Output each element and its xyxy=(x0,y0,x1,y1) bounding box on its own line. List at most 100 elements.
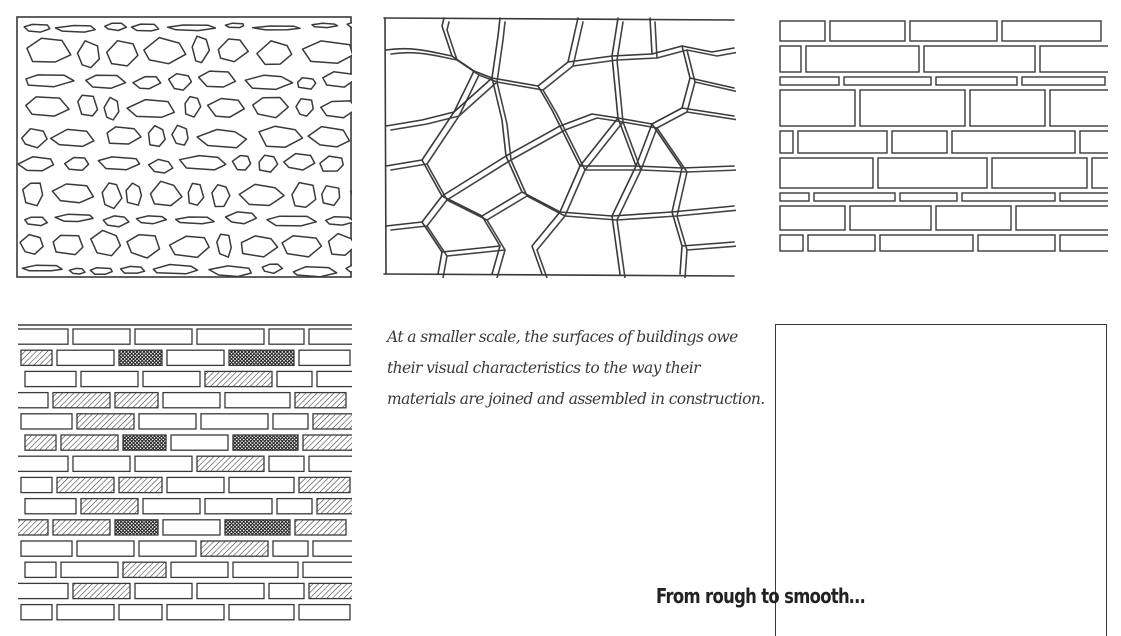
rubble-stone xyxy=(283,152,316,171)
brick xyxy=(272,413,309,430)
ashlar-block xyxy=(923,45,1036,73)
brick xyxy=(20,476,53,494)
brick xyxy=(196,582,265,600)
brick xyxy=(20,349,53,367)
rubble-stone xyxy=(301,40,352,65)
flagstone-pavement-panel xyxy=(382,16,736,278)
brick xyxy=(56,349,115,367)
brick xyxy=(24,497,77,515)
rubble-stone xyxy=(23,23,51,33)
brick xyxy=(18,328,69,345)
brick xyxy=(134,328,193,345)
brick xyxy=(308,455,352,473)
brick xyxy=(170,434,229,451)
rubble-stone xyxy=(49,128,95,148)
rubble-stone xyxy=(224,22,245,29)
rubble-stone xyxy=(327,232,352,257)
brick xyxy=(302,434,352,451)
rubble-stone xyxy=(191,35,211,64)
brick xyxy=(18,582,69,600)
rubble-stone xyxy=(266,215,318,227)
brick xyxy=(200,540,269,557)
rubble-stone xyxy=(256,40,293,66)
rubble-stone xyxy=(238,183,285,207)
rubble-stone xyxy=(231,154,252,171)
brick xyxy=(76,540,135,557)
brick xyxy=(196,328,265,345)
ashlar-block xyxy=(951,130,1076,154)
rubble-stone xyxy=(21,264,63,272)
rubble-stone xyxy=(105,39,139,67)
rubble-stone xyxy=(19,233,44,255)
rubble-stone xyxy=(187,182,205,206)
brick xyxy=(134,582,193,600)
brick xyxy=(166,349,225,367)
rubble-stone xyxy=(320,100,352,119)
ashlar-block xyxy=(1049,89,1108,127)
ashlar-block xyxy=(935,205,1012,231)
brick xyxy=(204,370,273,388)
rubble-stone-wall-icon xyxy=(16,16,352,278)
brick xyxy=(170,561,229,579)
brick xyxy=(142,497,201,515)
ashlar-block xyxy=(779,45,802,73)
brick xyxy=(24,434,57,451)
rubble-stone xyxy=(167,72,193,91)
rubble-stone-wall-panel xyxy=(16,16,352,278)
brick xyxy=(18,455,69,473)
rubble-stone xyxy=(102,215,130,228)
rubble-stone xyxy=(90,229,122,257)
brick xyxy=(268,455,305,473)
rubble-stone xyxy=(216,233,232,258)
ashlar-block xyxy=(935,76,1018,86)
brick xyxy=(118,349,163,367)
brick xyxy=(200,413,269,430)
brick xyxy=(114,519,159,536)
brick xyxy=(166,476,225,494)
ashlar-block xyxy=(961,192,1056,202)
brick xyxy=(56,476,115,494)
ashlar-block xyxy=(779,157,874,189)
ashlar-block xyxy=(859,89,966,127)
rubble-stone xyxy=(321,185,341,207)
smooth-surface-panel xyxy=(775,324,1107,636)
rubble-stone xyxy=(119,265,146,274)
brick xyxy=(20,413,73,430)
brick xyxy=(228,476,295,494)
rubble-stone xyxy=(101,182,123,210)
brick xyxy=(316,497,352,515)
rubble-stone xyxy=(251,25,301,31)
brick xyxy=(224,519,291,536)
brick xyxy=(162,391,221,409)
rubble-stone xyxy=(20,127,48,149)
ashlar-block xyxy=(1039,45,1108,73)
rubble-stone xyxy=(324,216,352,226)
rubble-stone xyxy=(132,75,162,90)
brick xyxy=(204,497,273,515)
ashlar-block xyxy=(807,234,876,252)
ashlar-block xyxy=(779,76,840,86)
rubble-stone xyxy=(251,96,290,119)
brick xyxy=(60,561,119,579)
brick xyxy=(298,603,351,621)
brick xyxy=(122,434,167,451)
ashlar-block xyxy=(1001,20,1102,42)
rubble-stone xyxy=(149,180,183,207)
rubble-stone xyxy=(25,96,70,117)
brick xyxy=(134,455,193,473)
brick xyxy=(56,603,115,621)
rubble-stone xyxy=(22,182,44,207)
rubble-stone xyxy=(168,235,210,259)
rubble-stone xyxy=(178,154,227,171)
brick xyxy=(52,519,111,536)
rubble-stone xyxy=(211,183,231,208)
rubble-stone xyxy=(125,182,143,206)
ashlar-block xyxy=(1021,76,1106,86)
brick xyxy=(80,370,139,388)
rubble-stone xyxy=(184,95,202,118)
brick xyxy=(18,391,49,409)
brick xyxy=(72,328,131,345)
ashlar-block xyxy=(829,20,906,42)
caption-line: their visual characteristics to the way … xyxy=(387,359,701,377)
brick xyxy=(18,519,49,536)
